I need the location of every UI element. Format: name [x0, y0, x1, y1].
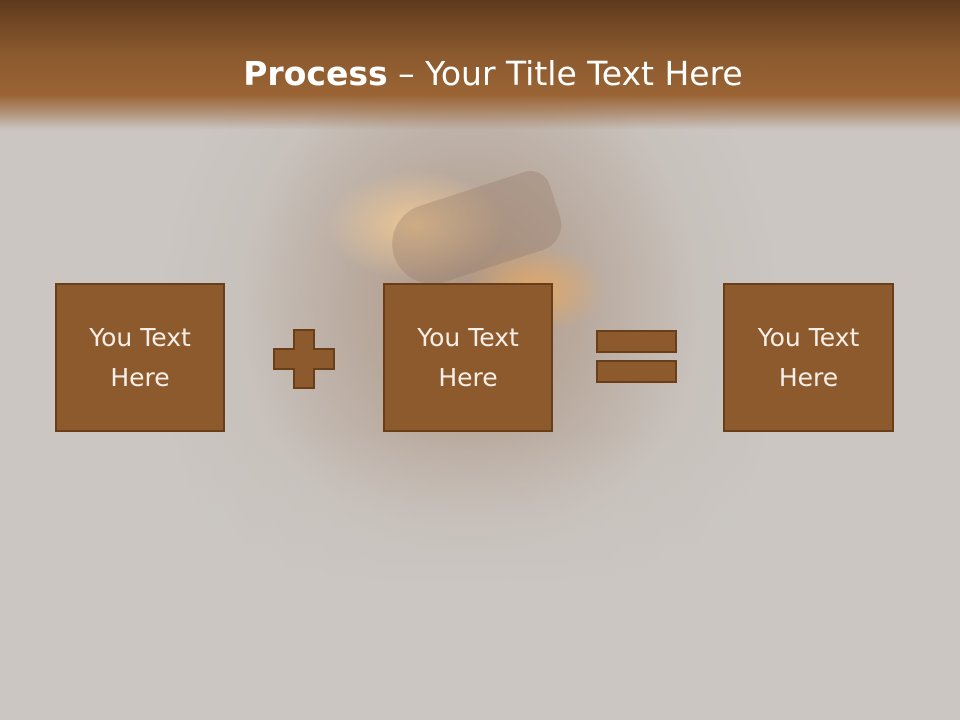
slide-title-bold: Process: [243, 54, 388, 93]
header-band: [0, 0, 960, 130]
slide-title[interactable]: Process – Your Title Text Here: [0, 52, 960, 96]
process-box-1-text: You Text Here: [89, 322, 191, 392]
process-box-2-text: You Text Here: [417, 322, 519, 392]
background-fade: [0, 430, 960, 720]
process-box-2[interactable]: You Text Here: [383, 283, 553, 432]
plus-icon: [273, 329, 335, 389]
process-box-3-text: You Text Here: [757, 322, 860, 392]
equals-icon: [596, 330, 677, 384]
process-box-3[interactable]: You Text Here: [723, 283, 894, 432]
process-box-1[interactable]: You Text Here: [55, 283, 225, 432]
slide-title-rest: – Your Title Text Here: [387, 54, 743, 93]
